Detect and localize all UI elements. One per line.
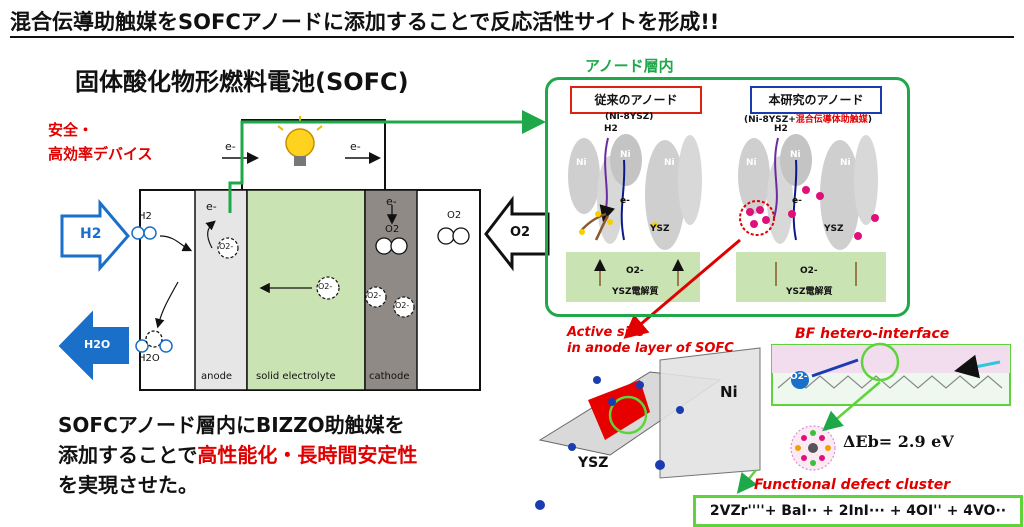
anode-panel [545,77,910,317]
e-label-left: e- [620,196,630,206]
zoom-arrow-green [228,110,546,213]
h2-left-label: H2 [604,124,618,134]
proposed-anode-drawing [736,134,886,302]
o2-inlet-label: O2 [510,225,531,240]
defect-cluster [790,425,836,471]
zoom-arrow-red [623,238,741,339]
conventional-anode-title: 従来のアノード [570,86,702,114]
proposed-sub-prefix: (Ni-8YSZ+ [744,115,796,125]
anode-label: anode [201,371,233,382]
h2o-molecule-label: H2O [138,353,160,364]
h2o-outlet-arrow [58,310,129,381]
conventional-anode-drawing [566,134,702,302]
ni-label-r3: Ni [840,158,851,168]
anode-panel-label: アノード層内 [585,57,674,75]
summary-line2: 添加することで高性能化・長時間安定性 [58,440,417,470]
sofc-title: 固体酸化物形燃料電池(SOFC) [75,68,409,96]
proposed-sub-highlight: 混合伝導体助触媒 [795,115,868,125]
oxide-ion-electrolyte: O2- [318,282,333,291]
oxide-ion-anode: O2- [219,242,234,251]
ysz-label-right: YSZ [824,224,844,234]
atomistic-drawing [535,347,761,510]
defect-cluster-label: Functional defect cluster [754,477,951,493]
ni-label-l2: Ni [620,150,631,160]
electrolyte-label: solid electrolyte [256,371,336,382]
o2-lattice-label: O2- [790,372,808,382]
ni-label-r1: Ni [746,158,757,168]
o2-cathode-label: O2 [385,224,400,235]
ysz-label-left: YSZ [650,224,670,234]
o2-inlet-arrow [484,195,550,272]
ni-label-r2: Ni [790,150,801,160]
electrolyte-label-left: YSZ電解質 [612,287,659,297]
summary-text: SOFCアノード層内にBIZZO助触媒を 添加することで高性能化・長時間安定性 … [58,410,417,500]
h2-molecule-label: H2 [138,211,152,222]
o2-gas-label: O2 [447,210,462,221]
active-site-line2: in anode layer of SOFC [567,341,734,356]
electron-label-right: e- [350,140,361,153]
o2-label-left: O2- [626,266,644,276]
electron-label-anode: e- [206,200,217,213]
defect-equation: 2VZr''''+ BaI·· + 2InI··· + 4OI'' + 4VO·… [693,495,1023,527]
o2-label-right: O2- [800,266,818,276]
summary-line2-highlight: 高性能化・長時間安定性 [197,443,418,467]
device-note-line1: 安全・ [48,121,94,139]
conventional-anode-subtitle: (Ni-8YSZ) [605,112,654,122]
h2-right-label: H2 [774,124,788,134]
h2-inlet-label: H2 [80,226,102,242]
proposed-anode-subtitle: (Ni-8YSZ+混合伝導体助触媒) [744,112,872,125]
ysz-plane-label: YSZ [578,455,609,471]
active-site-line1: Active site [567,325,645,340]
oxide-ion-cathode-2: O2- [395,301,410,310]
circuit-wire [241,119,386,190]
device-note: 安全・ 高効率デバイス [48,118,153,166]
cathode-label: cathode [369,371,410,382]
oxide-ion-cathode-1: O2- [367,291,382,300]
lightbulb-icon [277,116,323,166]
electrolyte-label-right: YSZ電解質 [786,287,833,297]
bf-lattice [771,342,1011,406]
summary-line2-prefix: 添加することで [58,443,198,467]
page-title: 混合伝導助触媒をSOFCアノードに添加することで反応活性サイトを形成!! [10,10,720,34]
e-label-right: e- [792,196,802,206]
device-note-line2: 高効率デバイス [48,145,153,163]
title-underline [10,36,1014,38]
ni-label-l3: Ni [664,158,675,168]
electron-label-cathode: e- [386,195,397,208]
ni-label-l1: Ni [576,158,587,168]
summary-line1: SOFCアノード層内にBIZZO助触媒を [58,413,405,437]
delta-e-label: ΔEb= 2.9 eV [843,432,954,451]
electrolyte-layer [246,189,366,391]
anode-layer [194,189,248,391]
active-site-label: Active site in anode layer of SOFC [567,325,734,357]
proposed-anode-title: 本研究のアノード [750,86,882,114]
h2-inlet-arrow [60,198,130,272]
proposed-sub-suffix: ) [867,115,872,125]
electron-label-left: e- [225,140,236,153]
h2o-outlet-label: H2O [84,338,111,351]
summary-line3: を実現させた。 [58,473,198,497]
bf-interface-label: BF hetero-interface [795,326,950,342]
ni-plane-label: Ni [720,383,738,401]
